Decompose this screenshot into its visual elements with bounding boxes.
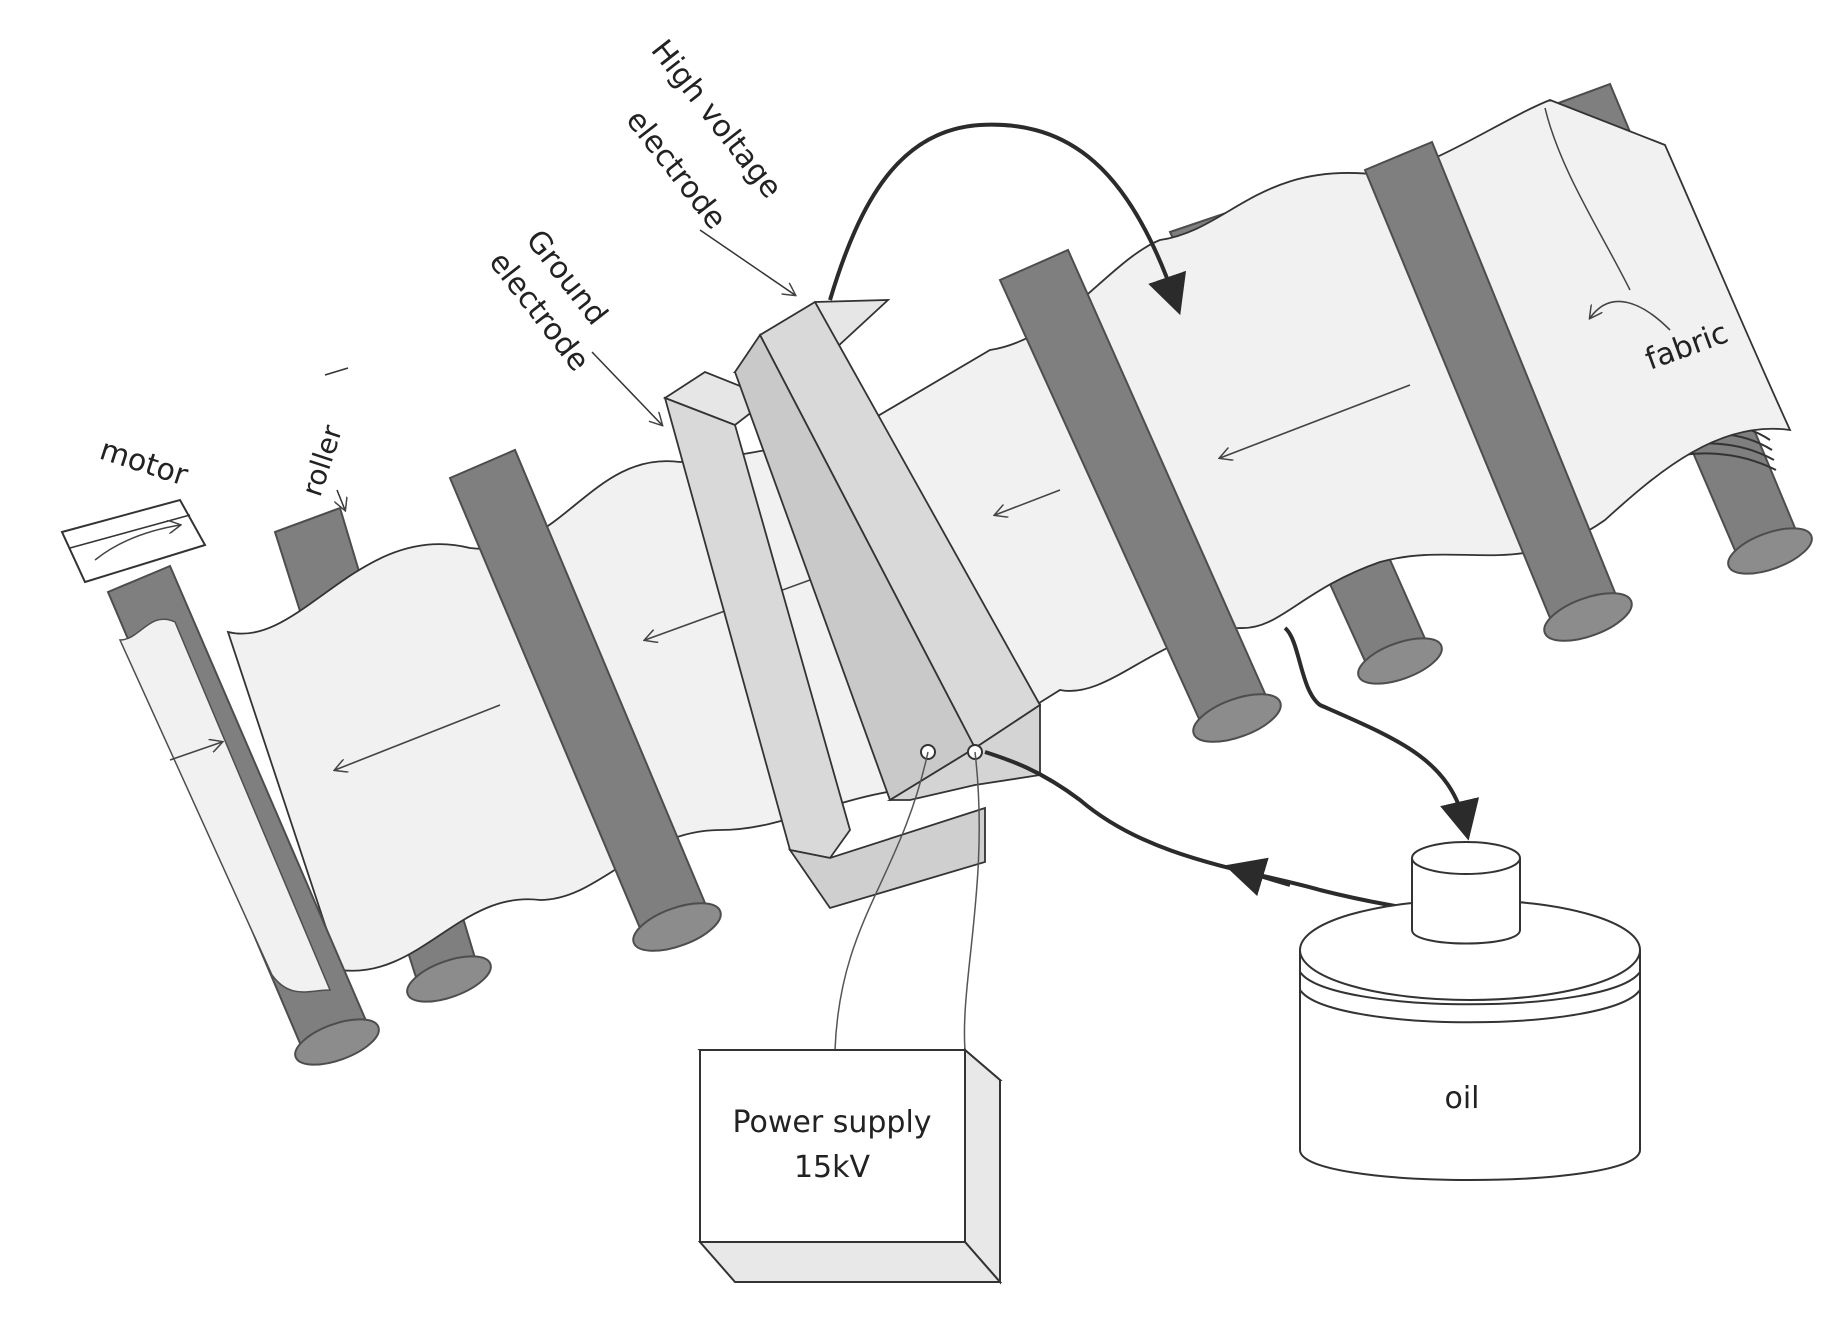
- power-supply-box: Power supply 15kV: [697, 1047, 1003, 1285]
- power-cables: [834, 751, 980, 1051]
- motor: [60, 498, 207, 584]
- oil-tank: oil: [1299, 841, 1641, 1181]
- motor-rotation-arrow: [94, 525, 180, 561]
- roller-leader: [324, 367, 349, 376]
- high-voltage-leader: [699, 229, 795, 295]
- roller-front-3: [1363, 140, 1633, 642]
- ground-electrode-leader: [591, 351, 662, 425]
- high-voltage-electrode: [732, 299, 1042, 802]
- power-supply-label: Power supply: [732, 1105, 931, 1140]
- power-supply-voltage: 15kV: [794, 1150, 871, 1185]
- roller-label: roller: [295, 421, 349, 500]
- roller-front-2: [998, 248, 1282, 743]
- roller-front-1: [448, 448, 722, 952]
- oil-label: oil: [1444, 1081, 1479, 1116]
- pipe-to-electrode: [828, 122, 1187, 316]
- motor-label: motor: [96, 432, 193, 493]
- ground-electrode: [663, 370, 986, 910]
- pipe-from-oil-tank: [984, 750, 1471, 920]
- front-rollers: [448, 140, 1633, 952]
- pipe-to-oil-tank: [1283, 626, 1480, 841]
- motor-roller: [106, 564, 380, 1066]
- motor-roller-direction-arrow: [169, 742, 222, 761]
